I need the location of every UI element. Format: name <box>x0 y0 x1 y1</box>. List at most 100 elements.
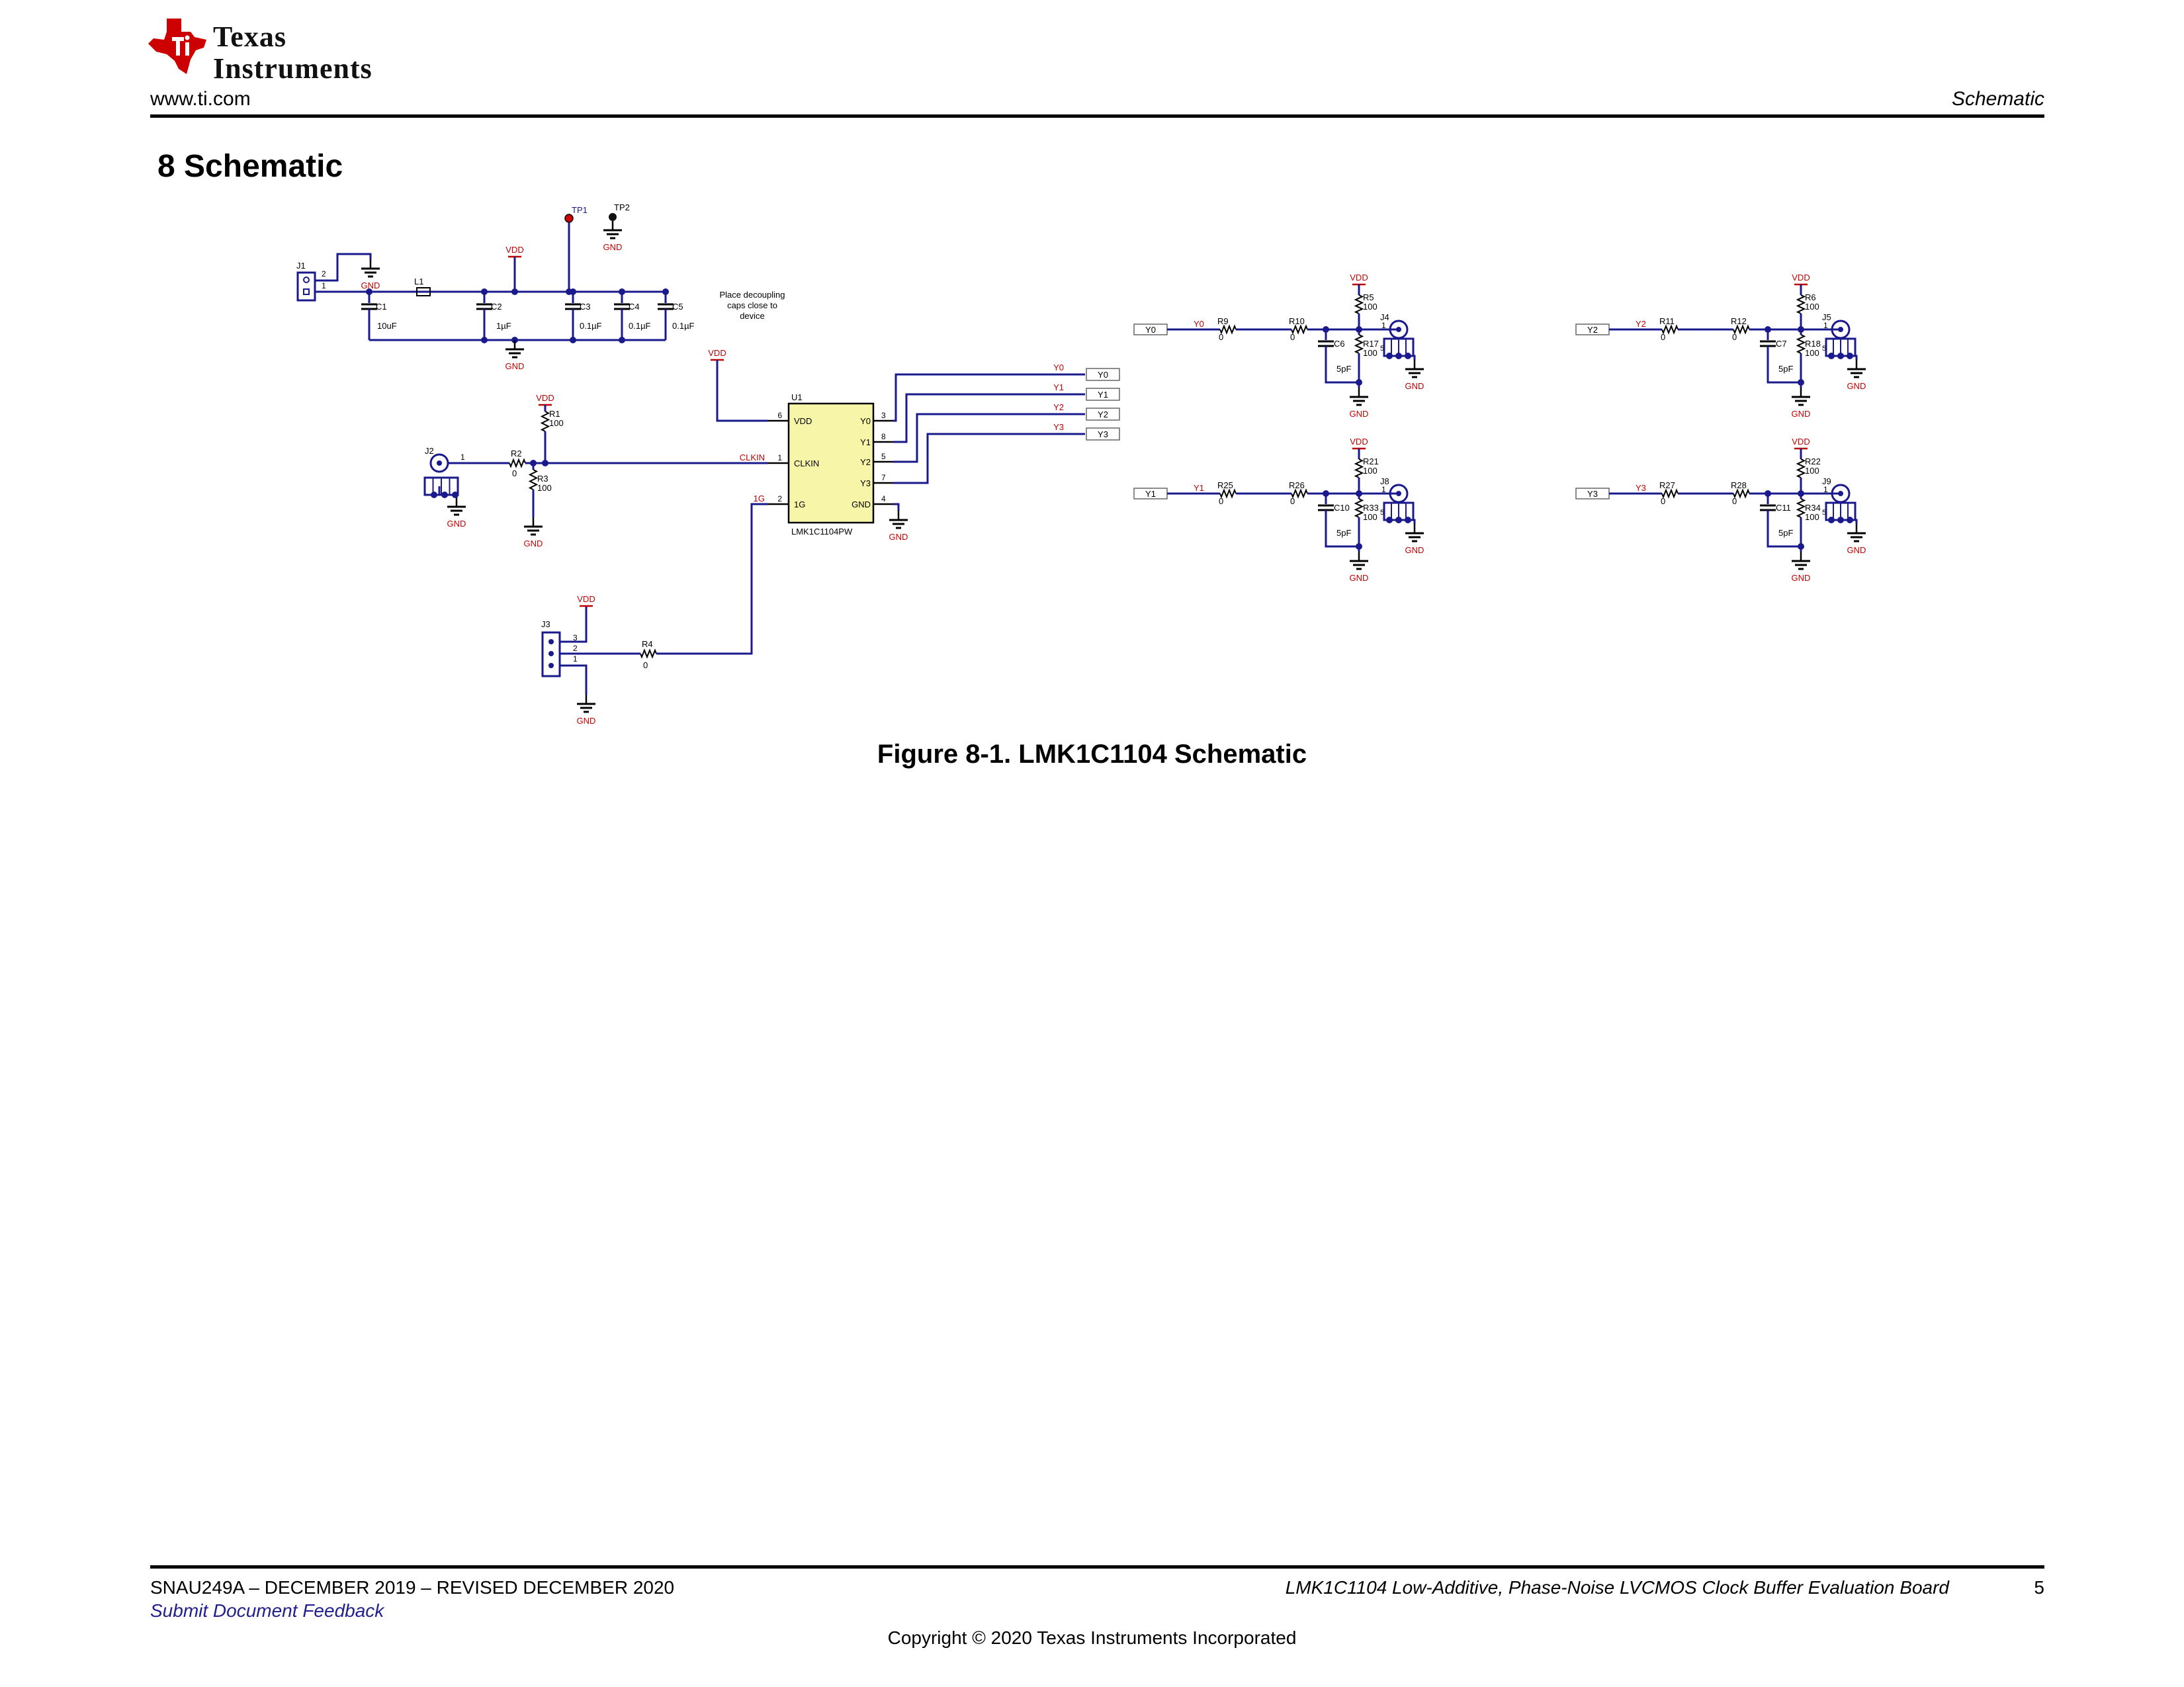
sma-ref: J9 <box>1822 476 1831 486</box>
resistor-symbol <box>1354 294 1364 314</box>
pullup-ref: R21 <box>1363 456 1379 466</box>
connector-j1 <box>296 271 316 302</box>
cap-ref: C2 <box>491 302 502 312</box>
load-cap-value: 5pF <box>1336 528 1351 538</box>
output-net-label: Y3 <box>1053 422 1064 432</box>
wire <box>716 360 767 422</box>
series-res-ref: R25 <box>1217 480 1233 490</box>
j1-pin: 1 <box>322 281 326 290</box>
pulldown-value: 100 <box>1363 512 1377 522</box>
resistor-symbol <box>1354 458 1364 478</box>
ic-pin-number: 3 <box>881 411 886 420</box>
ic-pin-number: 2 <box>777 494 782 503</box>
r1-ref: R1 <box>549 409 560 419</box>
texas-state-icon <box>148 19 206 74</box>
junction-dot <box>481 337 488 343</box>
figure-caption: Figure 8-1. LMK1C1104 Schematic <box>877 740 1307 769</box>
pin-square <box>303 288 310 295</box>
inductor-l1 <box>416 287 431 296</box>
resistor-symbol <box>1661 324 1679 335</box>
off-page-connector <box>1086 408 1120 421</box>
ground-label: GND <box>524 539 543 548</box>
cap-value: 0.1µF <box>580 321 602 331</box>
resistor-symbol <box>1354 498 1364 518</box>
ic-pin-number: 1 <box>777 453 782 462</box>
load-cap-value: 5pF <box>1778 364 1793 374</box>
document-id: SNAU249A – DECEMBER 2019 – REVISED DECEM… <box>150 1577 675 1598</box>
test-point-tp1 <box>564 214 574 223</box>
site-url-link[interactable]: www.ti.com <box>150 88 251 110</box>
off-page-label: Y3 <box>1098 429 1108 439</box>
wire <box>893 413 1085 463</box>
channel-input-label: Y2 <box>1587 325 1598 335</box>
pullup-ref: R5 <box>1363 292 1374 302</box>
off-page-connector <box>1086 388 1120 401</box>
load-cap-ref: C6 <box>1334 339 1345 349</box>
submit-feedback-link[interactable]: Submit Document Feedback <box>150 1600 384 1621</box>
r3-value: 100 <box>537 483 552 493</box>
wire <box>560 606 588 643</box>
wire <box>430 494 458 497</box>
ground-label: GND <box>1847 381 1866 391</box>
ground-label: GND <box>447 519 466 529</box>
ic-pin-name: Y0 <box>860 416 871 426</box>
series-res-ref: R9 <box>1217 316 1229 326</box>
r1-value: 100 <box>549 418 564 428</box>
ground-label: GND <box>1405 381 1424 391</box>
series-res-ref: R11 <box>1659 316 1675 326</box>
sma-pin: 5 <box>1380 509 1384 517</box>
wire <box>315 253 372 282</box>
off-page-connector <box>1086 427 1120 441</box>
ground-label: GND <box>1350 409 1369 419</box>
series-res-value: 0 <box>1732 496 1737 506</box>
sma-ref: J5 <box>1822 312 1831 322</box>
header-pin <box>548 663 554 668</box>
sma-center <box>1396 327 1401 332</box>
document-title: LMK1C1104 Low-Additive, Phase-Noise LVCM… <box>1285 1577 1949 1598</box>
pullup-ref: R22 <box>1805 456 1821 466</box>
channel-net-label: Y3 <box>1636 483 1646 493</box>
load-cap-value: 5pF <box>1336 364 1351 374</box>
page-heading: 8 Schematic <box>157 149 343 184</box>
ic-pin-number: 4 <box>881 494 886 503</box>
sma-pin: 5 <box>1822 509 1826 517</box>
series-res-value: 0 <box>1661 332 1665 342</box>
wire <box>893 503 900 511</box>
resistor-symbol <box>528 469 539 490</box>
off-page-label: Y0 <box>1098 370 1108 380</box>
vdd-label: VDD <box>577 594 595 604</box>
pullup-value: 100 <box>1363 466 1377 476</box>
channel-net-label: Y1 <box>1194 483 1204 493</box>
ic-pin-number: 7 <box>881 473 886 482</box>
wire <box>1827 519 1858 524</box>
junction-dot <box>566 288 572 295</box>
output-net-label: Y2 <box>1053 402 1064 412</box>
1g-net-label: 1G <box>754 494 765 503</box>
pullup-value: 100 <box>1805 302 1819 312</box>
design-note: Place decoupling <box>719 290 785 300</box>
resistor-symbol <box>1291 488 1308 499</box>
test-point-tp2 <box>609 213 617 221</box>
cap-ref: C5 <box>672 302 683 312</box>
j2-pin: 1 <box>460 453 465 462</box>
series-res-ref: R28 <box>1731 480 1747 490</box>
logo-wordmark: Texas Instruments <box>213 22 372 83</box>
resistor-symbol <box>1796 498 1806 518</box>
series-res-ref: R10 <box>1289 316 1305 326</box>
section-label: Schematic <box>1951 88 2044 110</box>
load-cap-ref: C10 <box>1334 503 1350 513</box>
load-cap-ref: C11 <box>1776 503 1791 513</box>
ti-logo: Texas Instruments <box>147 17 425 83</box>
junction-dot <box>619 337 625 343</box>
resistor-symbol <box>1796 294 1806 314</box>
series-res-value: 0 <box>1661 496 1665 506</box>
ic-pin-name: Y3 <box>860 478 871 488</box>
series-res-value: 0 <box>1219 496 1223 506</box>
series-res-value: 0 <box>1219 332 1223 342</box>
header-rule <box>150 114 2044 118</box>
vdd-label: VDD <box>505 245 523 255</box>
sma-center <box>437 460 442 466</box>
sma-center <box>1838 327 1843 332</box>
sma-pin: 1 <box>1823 485 1828 494</box>
